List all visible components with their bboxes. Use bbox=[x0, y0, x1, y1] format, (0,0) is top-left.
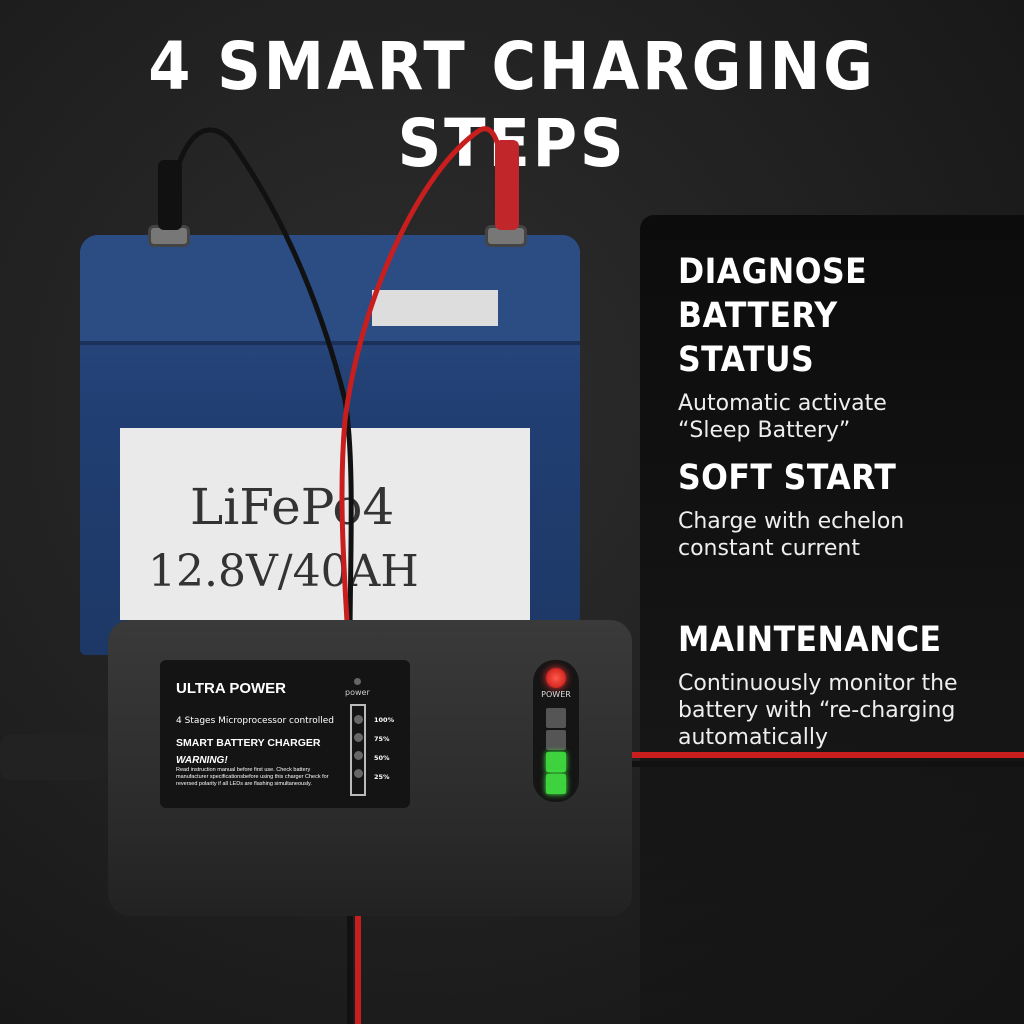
feature-soft-start: SOFT START Charge with echelon constant … bbox=[678, 456, 958, 562]
led-panel: POWER bbox=[533, 660, 579, 802]
warning-text: Read instruction manual before first use… bbox=[176, 767, 329, 787]
feature-panel bbox=[640, 215, 1024, 1024]
stages-text: 4 Stages Microprocessor controlled bbox=[176, 716, 334, 726]
feature-text: Automatic activate “Sleep Battery” bbox=[678, 391, 887, 443]
charge-led bbox=[546, 774, 566, 794]
feature-heading: DIAGNOSE BATTERY STATUS bbox=[678, 252, 868, 380]
feature-maintenance: MAINTENANCE Continuously monitor the bat… bbox=[678, 618, 998, 751]
feature-text: Charge with echelon constant current bbox=[678, 509, 905, 561]
product-name: SMART BATTERY CHARGER bbox=[176, 737, 321, 749]
power-led bbox=[546, 668, 566, 688]
level-25: 25% bbox=[374, 773, 390, 781]
charger-label: ULTRA POWER 4 Stages Microprocessor cont… bbox=[160, 660, 410, 808]
battery-level-icon bbox=[350, 704, 366, 796]
feature-diagnose: DIAGNOSE BATTERY STATUS Automatic activa… bbox=[678, 250, 1008, 444]
feature-heading: SOFT START bbox=[678, 458, 897, 498]
level-50: 50% bbox=[374, 754, 390, 762]
charge-led bbox=[546, 708, 566, 728]
level-75: 75% bbox=[374, 735, 390, 743]
level-100: 100% bbox=[374, 716, 395, 724]
feature-text: Continuously monitor the battery with “r… bbox=[678, 671, 958, 750]
power-label: power bbox=[345, 688, 370, 697]
battery-sticker bbox=[372, 290, 498, 326]
battery-rating: 12.8V/40AH bbox=[148, 546, 419, 597]
charge-led bbox=[546, 730, 566, 750]
page-title: 4 SMART CHARGING STEPS bbox=[148, 28, 876, 182]
power-indicator-icon bbox=[354, 678, 361, 685]
charger: ULTRA POWER 4 Stages Microprocessor cont… bbox=[108, 620, 632, 916]
led-power-label: POWER bbox=[541, 690, 571, 699]
feature-heading: MAINTENANCE bbox=[678, 620, 942, 660]
warning-title: WARNING! bbox=[176, 755, 228, 766]
battery-label: LiFePo4 12.8V/40AH bbox=[120, 428, 530, 620]
battery-chemistry: LiFePo4 bbox=[190, 478, 395, 536]
charge-led bbox=[546, 752, 566, 772]
brand-logo: ULTRA POWER bbox=[176, 680, 286, 697]
